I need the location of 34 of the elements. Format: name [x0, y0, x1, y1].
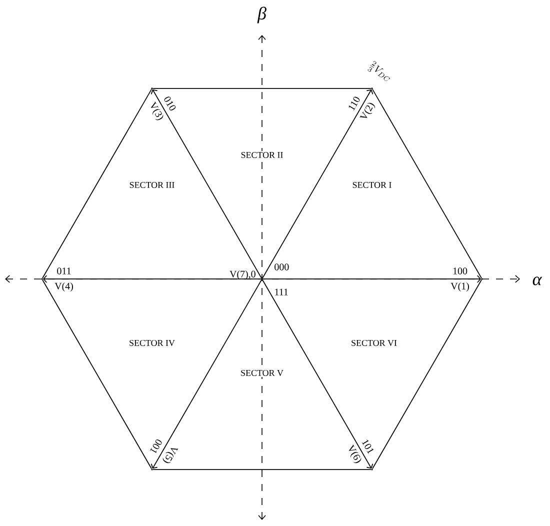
magnitude-label: $\frac{2}{3}V_{DC}$ — [368, 61, 390, 81]
arrow — [150, 279, 262, 469]
sector-label: SECTOR III — [130, 182, 174, 188]
axis-label: β — [257, 6, 266, 24]
axis-label: α — [532, 276, 542, 286]
arrow — [262, 275, 481, 283]
vector-label: 110 — [348, 96, 360, 111]
hexagon-side — [152, 88, 372, 89]
vector-label: V(4) — [54, 282, 73, 292]
hexagon-side — [372, 88, 482, 279]
vector-label: 001 — [150, 440, 162, 453]
vector-label: 010 — [164, 96, 176, 110]
arrow — [150, 89, 262, 279]
vector-label: 000 — [274, 264, 289, 270]
vector-label: V(7),0 — [230, 270, 256, 280]
vector-label: 100 — [453, 268, 468, 274]
sector-label: SECTOR I — [352, 182, 392, 188]
arrow — [262, 279, 374, 469]
hexagon-side — [372, 279, 482, 470]
arrow — [262, 89, 374, 279]
hexagon-side — [42, 279, 152, 470]
vector-label: 011 — [57, 268, 71, 274]
vector-label: V(2) — [360, 102, 376, 118]
vector-label: 111 — [275, 288, 288, 296]
hexagon-side — [42, 88, 152, 279]
arrow — [43, 275, 262, 283]
sector-label: SECTOR V — [241, 370, 284, 376]
vector-label: V(1) — [450, 282, 469, 292]
hexagon-side — [152, 469, 372, 470]
vector-label: V(5) — [162, 448, 178, 464]
sector-label: SECTOR IV — [130, 340, 175, 346]
sector-label: SECTOR II — [241, 152, 283, 158]
sector-label: SECTOR VI — [352, 340, 397, 346]
vector-label: 101 — [362, 440, 374, 454]
